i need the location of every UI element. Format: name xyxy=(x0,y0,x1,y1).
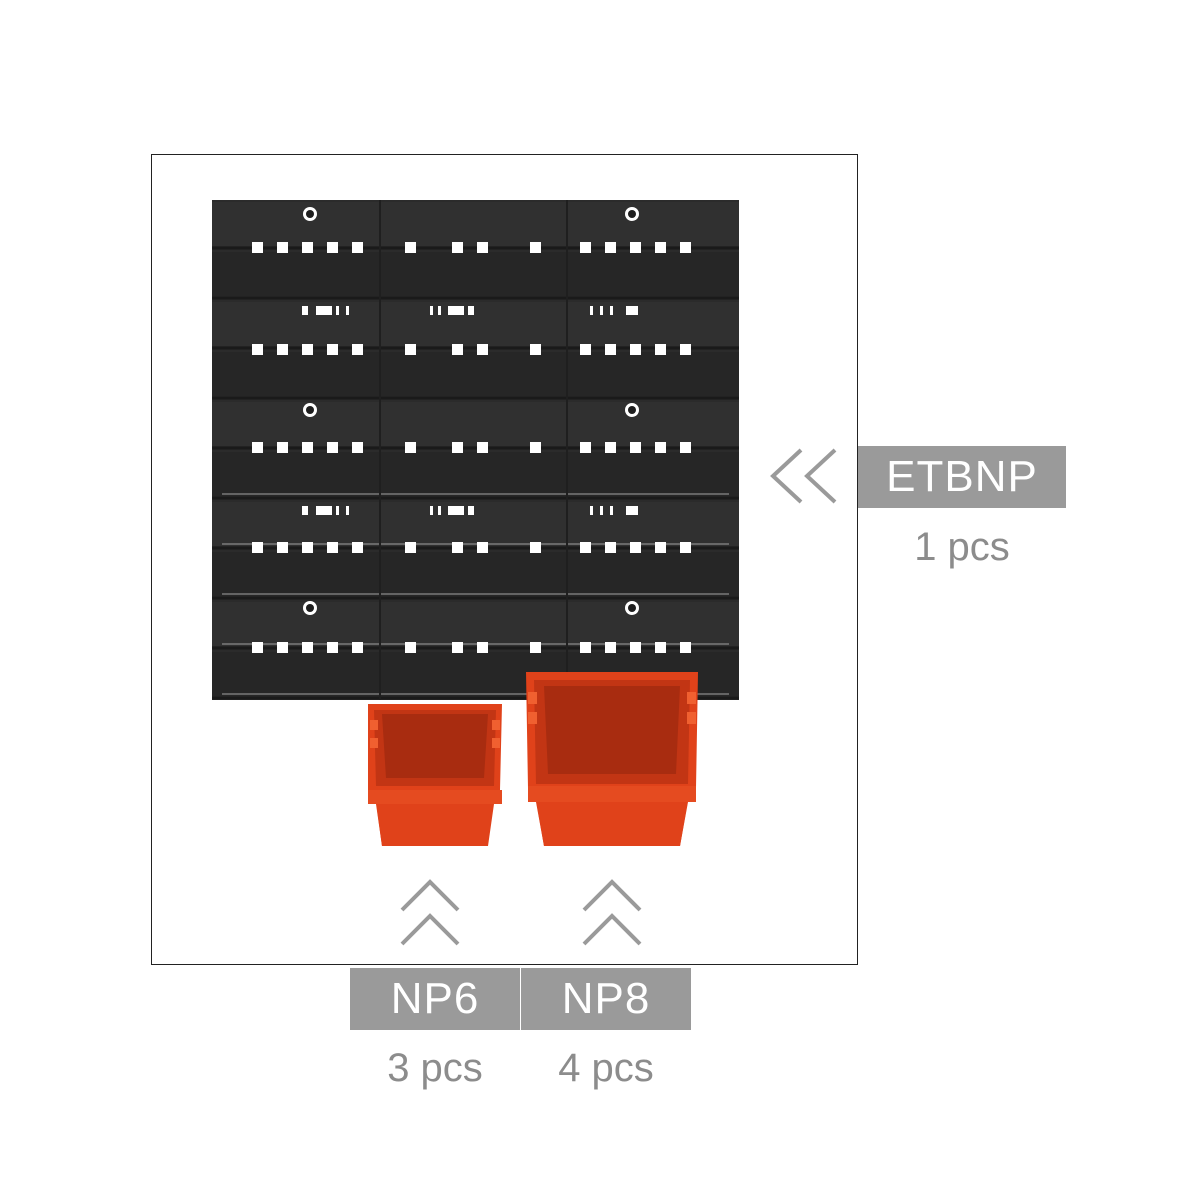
large-bin-code-text: NP8 xyxy=(561,974,651,1023)
small-bin-code-label: NP6 xyxy=(350,968,520,1030)
board-quantity: 1 pcs xyxy=(914,525,1010,569)
large-bin-image xyxy=(526,672,698,846)
small-bin-image xyxy=(368,704,502,846)
large-bin-quantity: 4 pcs xyxy=(558,1046,654,1090)
product-frame xyxy=(151,154,858,965)
large-bin-code-label: NP8 xyxy=(521,968,691,1030)
board-code-text: ETBNP xyxy=(886,452,1038,501)
wall-panel-image xyxy=(212,200,739,700)
board-code-label: ETBNP xyxy=(858,446,1066,508)
double-chevron-up-icon xyxy=(582,879,642,946)
small-bin-quantity: 3 pcs xyxy=(387,1046,483,1090)
double-chevron-left-icon xyxy=(770,448,837,504)
double-chevron-up-icon xyxy=(400,879,460,946)
small-bin-code-text: NP6 xyxy=(390,974,480,1023)
